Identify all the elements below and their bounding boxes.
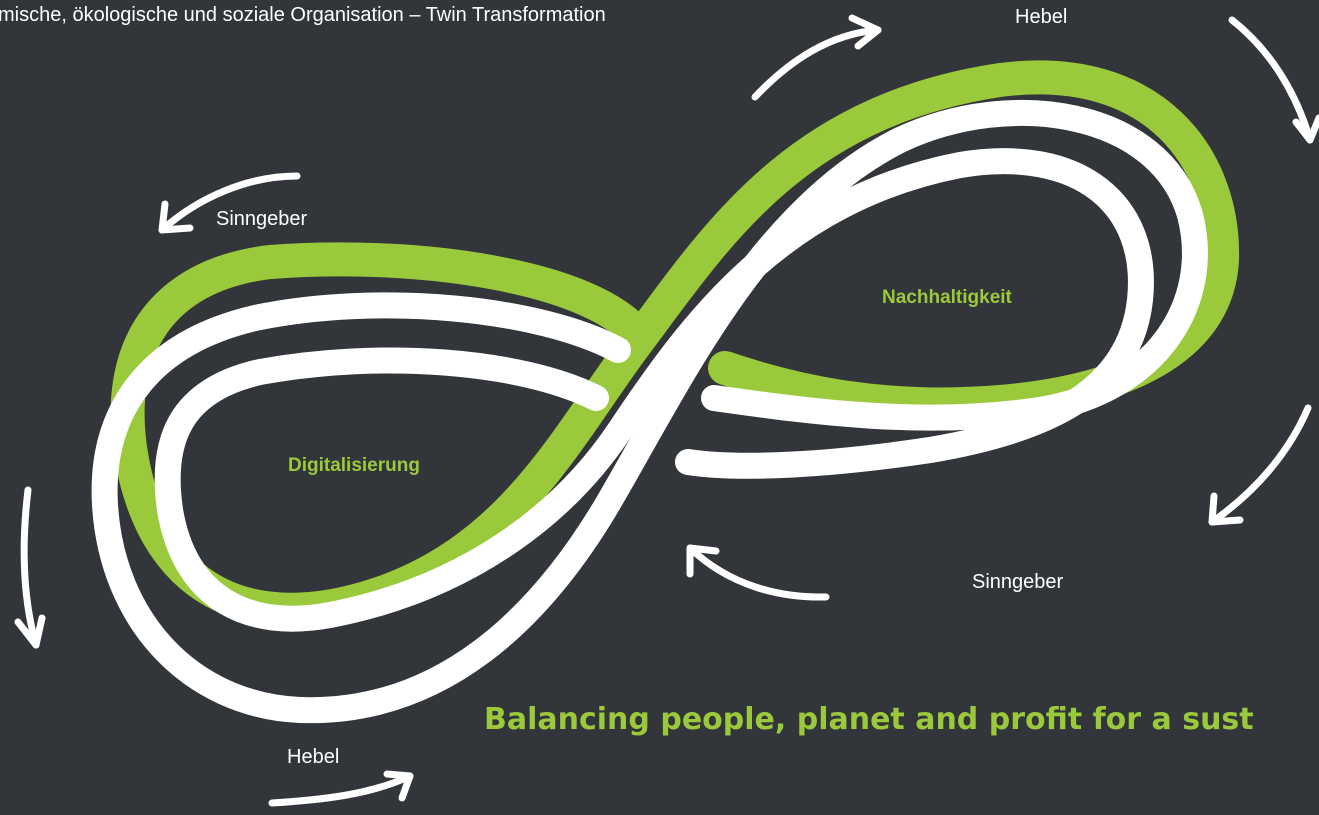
header-text: mische, ökologische und soziale Organisa…: [0, 4, 606, 26]
curved-arrows: [14, 14, 1319, 807]
sinngeber-label-left: Sinngeber: [216, 208, 308, 230]
hebel-label-top: Hebel: [1015, 6, 1068, 28]
curved-arrow-icon: [158, 172, 301, 234]
curved-arrow-icon: [1208, 404, 1312, 526]
sinngeber-label-right: Sinngeber: [972, 571, 1064, 593]
nachhaltigkeit-label: Nachhaltigkeit: [882, 287, 1012, 308]
curved-arrow-icon: [686, 544, 830, 601]
digitalisierung-label: Digitalisierung: [288, 455, 420, 476]
infinity-loop-outer: [91, 99, 1208, 724]
curved-arrow-icon: [268, 770, 414, 807]
hebel-label-bottom: Hebel: [287, 746, 340, 768]
infinity-loop-inner: [154, 148, 1154, 632]
curved-arrow-icon: [14, 486, 46, 649]
tagline: Balancing people, planet and profit for …: [484, 702, 1254, 737]
curved-arrow-icon: [751, 14, 882, 101]
curved-arrow-icon: [1228, 16, 1319, 144]
